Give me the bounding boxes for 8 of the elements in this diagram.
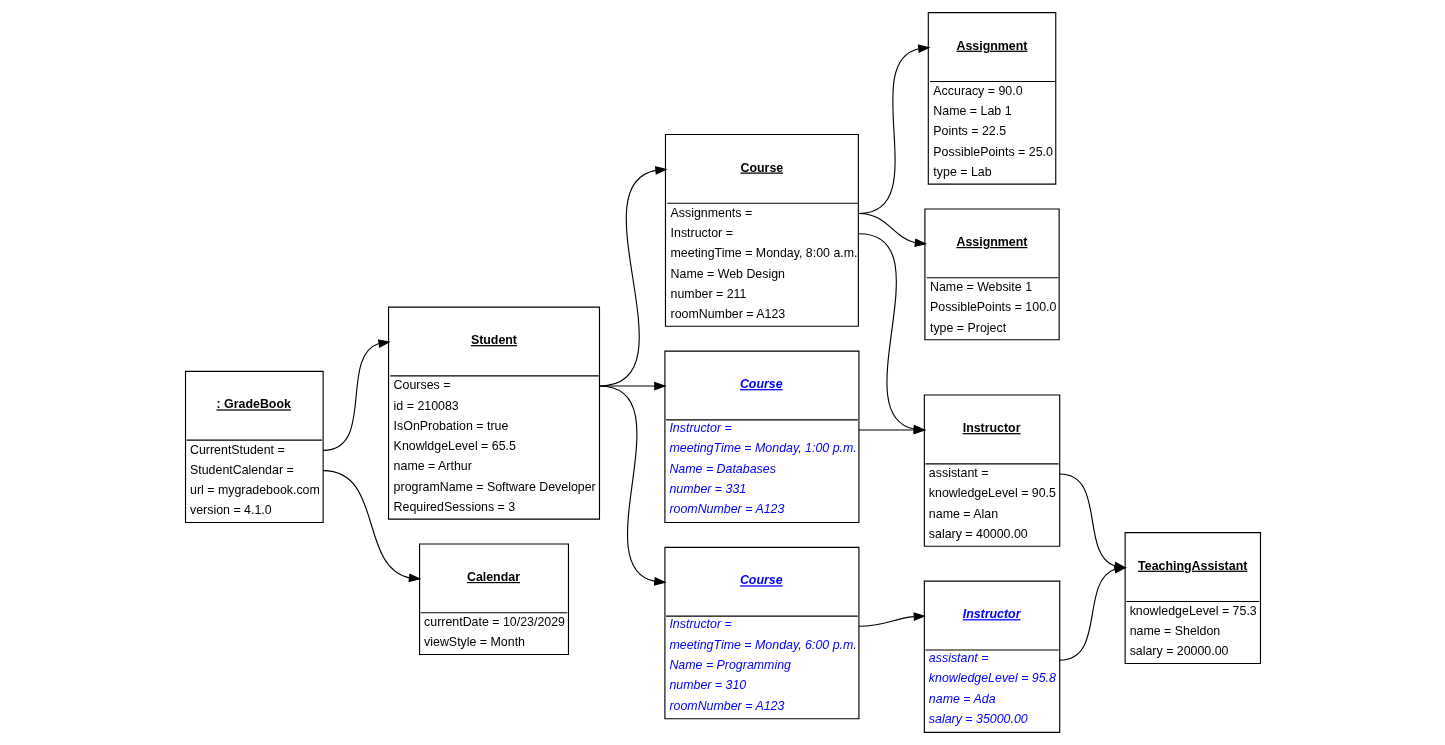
arrow (322, 470, 421, 583)
arrow (598, 385, 667, 586)
arrow (322, 339, 391, 451)
arrow (598, 166, 668, 387)
arrow (857, 612, 926, 627)
arrow (598, 381, 667, 391)
arrow (857, 212, 927, 248)
arrow (1058, 565, 1127, 661)
